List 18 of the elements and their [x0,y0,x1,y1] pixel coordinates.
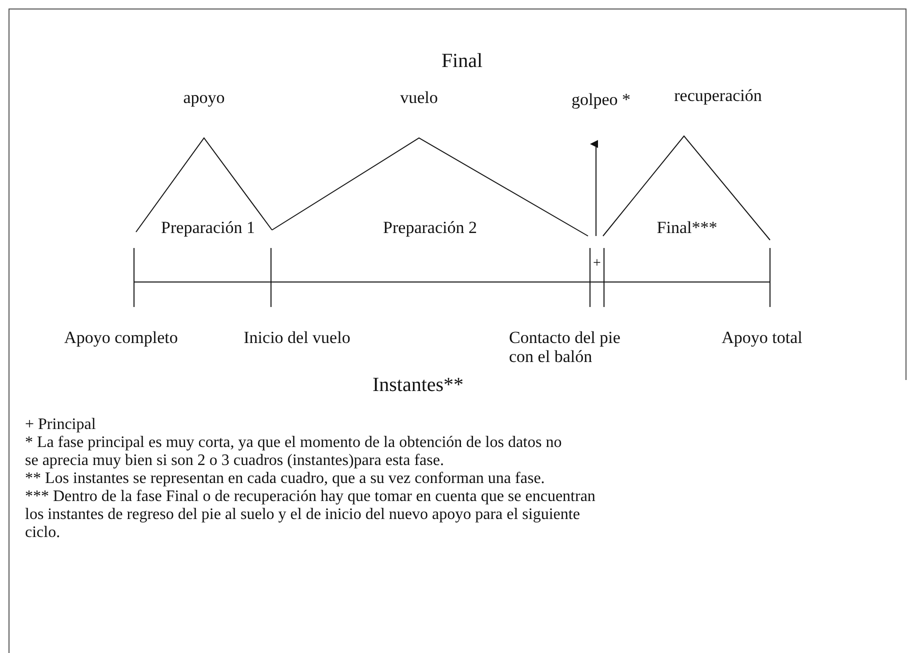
phase-label: Preparación 1 [160,218,256,237]
instant-label: Apoyo completo [63,328,179,347]
title-label: Final [440,50,484,72]
footnote: * La fase principal es muy corta, ya que el momento de la obtención de los datos no se aprecia muy bien si son 2 o 3 cuadros (instantes)para esta fase. [25,434,563,470]
phase-label: vuelo [399,88,439,107]
axis-title: Instantes** [371,374,465,396]
footnote: + Principal [25,416,96,434]
instant-label: Contacto del pie con el balón [509,328,622,366]
phase-label: recuperación [673,86,763,105]
phase-label: apoyo [182,88,226,107]
instant-label: Inicio del vuelo [242,328,352,347]
phase-label: golpeo * [570,90,632,109]
principal-mark: + [592,256,602,272]
instant-label: Apoyo total [720,328,804,347]
footnote: *** Dentro de la fase Final o de recuperación hay que tomar en cuenta que se encuentran los instantes de regreso del pie al suelo y el de inicio del nuevo apoyo para el siguiente ciclo. [25,488,596,542]
phase-label: Final*** [656,218,718,237]
footnote: ** Los instantes se representan en cada cuadro, que a su vez conforman una fase. [25,470,545,488]
phase-label: Preparación 2 [382,218,478,237]
